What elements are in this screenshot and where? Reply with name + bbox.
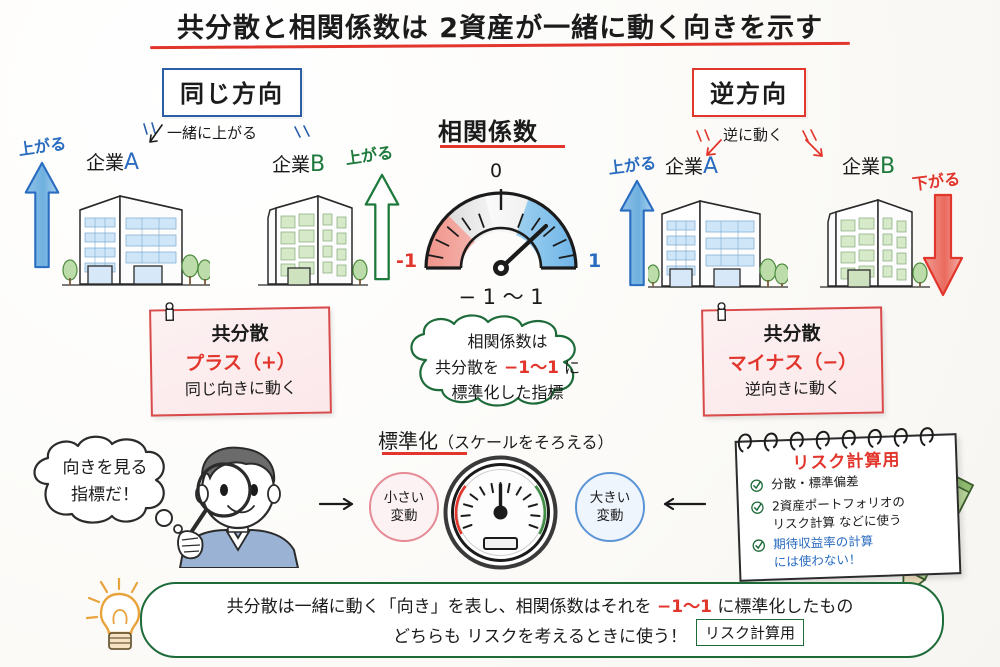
standardize-underline — [382, 452, 467, 455]
thought-bubble-text: 向きを見る 指標だ！ — [30, 455, 180, 509]
cloud-line-3: 標準化した指標 — [451, 383, 564, 403]
left-company-a-label: 企業A — [86, 148, 139, 175]
summary-line1-suffix: に標準化したもの — [711, 597, 854, 617]
pin-icon — [165, 302, 174, 322]
section-header-opposite-direction: 逆方向 — [692, 68, 806, 117]
right-company-b-label: 企業B — [842, 152, 895, 179]
cloud-line-2-suffix: に — [558, 357, 581, 377]
left-relation-squiggle-icon — [294, 125, 310, 138]
summary-line1-highlight: −1〜1 — [657, 597, 712, 617]
covariance-minus-note-line3: 逆向きに動く — [744, 378, 842, 399]
notepad-spiral-binding-icon — [737, 427, 934, 453]
large-variation-line2: 変動 — [596, 508, 624, 524]
covariance-minus-note: 共分散 マイナス（−） 逆向きに動く — [701, 302, 884, 417]
right-company-a-name: 企業 — [665, 156, 704, 178]
notepad-to-gauge-arrow-icon — [663, 497, 707, 511]
small-variation-circle: 小さい 変動 — [369, 472, 439, 542]
section-header-same-direction: 同じ方向 — [162, 68, 302, 117]
cloud-line-2-highlight: −1〜1 — [504, 357, 559, 378]
gauge-right-label: 1 — [588, 250, 602, 272]
right-company-b-letter: B — [880, 154, 896, 179]
covariance-plus-note-line1: 共分散 — [211, 322, 269, 346]
summary-banner-tag: リスク計算用 — [696, 619, 805, 646]
correlation-cloud-text: 相関係数は 共分散を −1〜1 に 標準化した指標 — [415, 330, 600, 406]
notepad-item-3-line-2: には使わない！ — [773, 551, 862, 570]
small-variation-line1: 小さい — [383, 489, 425, 506]
left-company-a-arrow-label: 上がる — [17, 133, 68, 160]
lightbulb-icon — [85, 578, 141, 650]
summary-line1-prefix: 共分散は一緒に動く「向き」を表し、相関係数はそれを — [226, 597, 658, 617]
left-company-b-label: 企業B — [272, 150, 325, 177]
left-company-a-up-arrow-icon — [24, 161, 60, 269]
gauge-range-caption: − 1 〜 1 — [458, 285, 544, 309]
large-variation-circle: 大きい 変動 — [575, 472, 645, 542]
left-company-b-arrow-label: 上がる — [344, 142, 395, 169]
left-company-b-up-arrow-icon — [364, 173, 400, 281]
cloud-line-1: 相関係数は — [467, 332, 548, 351]
covariance-plus-note-line2: プラス（+） — [185, 350, 296, 375]
covariance-minus-note-line2: マイナス（−） — [727, 350, 858, 375]
notepad-item-2-line-2: リスク計算 などに使う — [772, 512, 902, 532]
standardize-heading-sub: （スケールをそろえる） — [438, 433, 614, 452]
summary-banner-line-2: どちらも リスクを考えるときに使う！ — [393, 627, 687, 647]
check-icon — [751, 501, 764, 514]
gauge-left-label: -1 — [396, 250, 418, 272]
right-company-a-up-arrow-icon — [619, 179, 655, 287]
person-to-gauge-arrow-icon — [318, 497, 354, 511]
small-variation-line2: 変動 — [390, 508, 418, 524]
risk-calculation-notepad: リスク計算用 分散・標準偏差 2資産ポートフォリオの リスク計算 などに使う 期… — [734, 433, 962, 582]
person-with-magnifier-illustration — [177, 446, 300, 568]
right-company-a-label: 企業A — [665, 152, 718, 179]
right-company-b-building-icon — [820, 198, 930, 288]
pin-icon — [717, 302, 726, 322]
covariance-plus-note-line3: 同じ向きに動く — [184, 378, 298, 399]
right-company-b-arrow-label: 下がる — [911, 169, 962, 194]
gauge-top-tick-label: 0 — [490, 160, 503, 182]
cloud-line-2-prefix: 共分散を — [434, 357, 505, 377]
thought-line-1: 向きを見る — [62, 458, 148, 478]
covariance-plus-note: 共分散 プラス（+） 同じ向きに動く — [149, 302, 332, 417]
correlation-cloud-bubble — [410, 314, 576, 407]
left-company-b-building-icon — [258, 194, 368, 286]
right-relation-label: 逆に動く — [723, 126, 784, 144]
standardized-speedometer-icon — [443, 455, 558, 570]
covariance-minus-note-line1: 共分散 — [763, 322, 821, 346]
summary-banner — [140, 582, 944, 658]
left-relation-arrow-icon — [143, 122, 163, 143]
thought-line-2: 指標だ！ — [71, 485, 139, 506]
left-company-b-letter: B — [310, 152, 326, 177]
standardize-heading-main: 標準化 — [378, 429, 438, 453]
right-relation-right-arrow-icon — [802, 129, 823, 157]
right-company-a-letter: A — [703, 154, 719, 179]
left-company-a-building-icon — [62, 194, 210, 286]
gauge-title: 相関係数 — [438, 118, 538, 146]
right-company-b-down-arrow-icon — [922, 193, 964, 297]
summary-banner-line-1: 共分散は一緒に動く「向き」を表し、相関係数はそれを −1〜1 に標準化したもの — [150, 592, 930, 617]
standardize-heading: 標準化（スケールをそろえる） — [378, 425, 614, 454]
notepad-item-3-line-1: 期待収益率の計算 — [772, 533, 874, 552]
cloud-line-2: 共分散を −1〜1 に — [415, 355, 600, 381]
check-icon — [752, 539, 765, 552]
notepad-item-1-line-1: 分散・標準偏差 — [770, 473, 859, 492]
right-company-b-name: 企業 — [842, 156, 881, 178]
gauge-title-underline — [440, 145, 565, 148]
right-company-a-building-icon — [648, 199, 788, 288]
check-icon — [750, 479, 763, 492]
left-relation-label: 一緒に上がる — [167, 124, 258, 142]
page-title: 共分散と相関係数は 2資産が一緒に動く向きを示す — [176, 13, 824, 44]
thought-bubble — [33, 435, 183, 534]
right-relation-left-arrow-icon — [696, 129, 722, 156]
correlation-gauge — [424, 189, 578, 276]
large-variation-line1: 大きい — [589, 489, 631, 506]
left-company-a-name: 企業 — [86, 152, 125, 174]
right-company-a-arrow-label: 上がる — [607, 153, 658, 178]
left-company-b-name: 企業 — [272, 154, 311, 176]
left-company-a-letter: A — [124, 150, 140, 175]
